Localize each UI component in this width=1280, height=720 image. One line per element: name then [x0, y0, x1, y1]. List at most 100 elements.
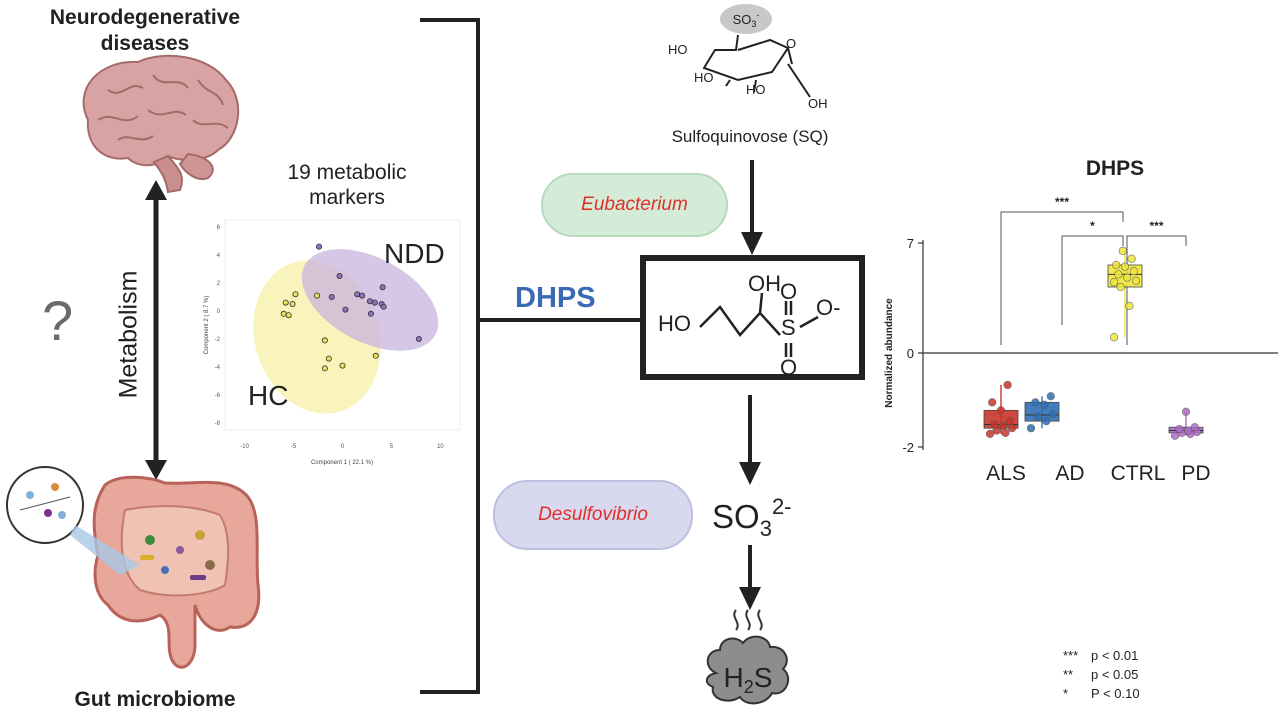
box-y-tick-label: 0	[907, 346, 914, 361]
pca-title-line1: 19 metabolic	[287, 161, 407, 184]
pca-point	[325, 355, 332, 362]
arrow-sq-to-dhps	[741, 160, 763, 255]
box-point	[1114, 270, 1123, 279]
box-point	[996, 406, 1006, 415]
box-point	[1127, 254, 1136, 263]
box-category-label: AD	[1055, 462, 1084, 485]
box-point	[999, 421, 1008, 430]
pca-x-tick: -10	[240, 444, 249, 450]
dhps-oh-label: OH	[748, 271, 781, 296]
legend-row: ** p < 0.05	[1063, 665, 1140, 684]
significance-label: ***	[1149, 219, 1163, 233]
pca-y-tick: 2	[217, 281, 221, 287]
significance-label: ***	[1055, 195, 1069, 209]
pca-y-tick: -6	[215, 393, 221, 399]
pca-y-tick: 0	[217, 309, 221, 315]
eubacterium-pill: Eubacterium	[541, 173, 728, 237]
gut-title: Gut microbiome	[74, 688, 236, 711]
pca-y-tick: -4	[215, 365, 221, 371]
pca-point	[316, 243, 323, 250]
pca-point	[366, 298, 373, 305]
box-point	[1181, 407, 1191, 416]
box-point	[1046, 392, 1055, 401]
significance-bracket	[1061, 235, 1124, 325]
sulfoquinovose-structure: SO3- O HO HO HO OH	[668, 4, 828, 111]
pca-x-tick: -5	[291, 444, 297, 450]
pca-point	[380, 303, 387, 310]
box-category-label: CTRL	[1111, 462, 1166, 485]
box-point	[1005, 417, 1014, 426]
brain-illustration	[82, 54, 240, 194]
metabolism-double-arrow	[145, 180, 167, 480]
box-chart-title: DHPS	[1085, 157, 1145, 180]
sq-oh-4: OH	[808, 96, 828, 111]
pca-point	[321, 337, 328, 344]
pca-point	[292, 291, 299, 298]
pca-point	[280, 310, 287, 317]
pca-y-tick: 6	[217, 225, 221, 231]
pca-y-tick: -2	[215, 337, 221, 343]
dhps-s-label: S	[781, 315, 796, 340]
pca-point	[314, 292, 321, 299]
pca-point	[289, 301, 296, 308]
sq-o-label: O	[786, 36, 796, 51]
box-group-ctrl	[1107, 246, 1143, 342]
box-group-pd	[1168, 407, 1204, 440]
box-category-label: PD	[1181, 462, 1210, 485]
question-mark: ?	[42, 289, 74, 352]
box-point	[985, 429, 995, 438]
box-point	[1109, 333, 1119, 342]
hc-group-label: HC	[248, 380, 289, 411]
box-point	[990, 420, 999, 429]
gut-illustration	[6, 466, 261, 669]
pca-point	[379, 284, 386, 291]
pca-title: 19 metabolic markers	[262, 160, 432, 210]
box-point	[1001, 428, 1010, 437]
box-point	[1125, 301, 1134, 310]
pca-point	[336, 273, 343, 280]
box-point	[1116, 282, 1125, 292]
legend-text: p < 0.01	[1091, 648, 1139, 663]
bracket-connector	[420, 18, 643, 694]
dhps-pathway-label: DHPS	[515, 282, 596, 314]
pca-y-tick: -8	[215, 421, 221, 427]
ndd-title-line1: Neurodegenerative	[49, 6, 241, 29]
dhps-o1-label: O	[780, 279, 797, 304]
dhps-ho-label: HO	[658, 311, 691, 336]
sulfite-label: SO32-	[712, 494, 792, 540]
box-point	[1175, 425, 1184, 434]
box-point	[1118, 246, 1127, 255]
box-point	[1184, 426, 1193, 435]
sq-ho-2: HO	[694, 70, 714, 85]
dhps-o3-label: O-	[816, 295, 840, 320]
pca-point	[321, 365, 328, 372]
sq-ho-3: HO	[746, 82, 766, 97]
arrow-sulfite-to-h2s	[739, 545, 761, 610]
pca-x-tick: 5	[390, 444, 394, 450]
box-point	[1048, 410, 1058, 419]
pca-point	[285, 312, 292, 319]
box-y-tick-label: 7	[907, 236, 914, 251]
sq-ho-1: HO	[668, 42, 688, 57]
box-point	[1109, 278, 1119, 287]
box-point	[1026, 424, 1036, 433]
pca-point	[371, 299, 378, 306]
legend-stars: **	[1063, 667, 1074, 682]
legend-row: *P < 0.10	[1063, 684, 1140, 703]
legend-stars: *	[1063, 686, 1069, 701]
box-point	[1131, 276, 1141, 285]
svg-text:SO32-: SO32-	[712, 494, 792, 540]
pca-point	[354, 291, 361, 298]
pca-point	[328, 294, 335, 301]
box-y-label: Normalized abundance	[884, 298, 895, 408]
arrow-dhps-to-sulfite	[739, 395, 761, 485]
pca-point	[372, 352, 379, 359]
legend-text: p < 0.05	[1091, 667, 1139, 682]
significance-bracket	[1126, 235, 1187, 345]
ndd-title: Neurodegenerative diseases	[20, 5, 270, 57]
box-group-ad	[1024, 392, 1060, 433]
box-point	[1007, 424, 1017, 433]
box-point	[1120, 262, 1130, 271]
desulfovibrio-label: Desulfovibrio	[538, 504, 648, 525]
